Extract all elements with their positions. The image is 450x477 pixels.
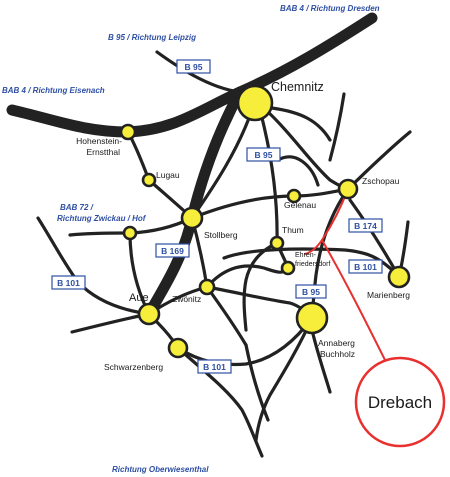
road-b95-north — [155, 50, 242, 94]
drebach-circle — [354, 356, 446, 448]
label-zwoenitz: Zwönitz — [172, 294, 201, 304]
town-marker-zschopau — [337, 178, 359, 200]
town-marker-ehrenfriedersdorf — [280, 260, 296, 276]
direction-dresden: BAB 4 / Richtung Dresden — [280, 4, 380, 13]
drebach-label: Drebach — [368, 393, 432, 412]
label-annaberg-line1: Annaberg — [318, 338, 355, 348]
label-thum: Thum — [282, 225, 304, 235]
town-marker-hohenstein — [119, 123, 137, 141]
direction-oberwiesenthal: Richtung Oberwiesenthal — [112, 465, 209, 474]
shield-b101-left: B 101 — [51, 275, 86, 290]
town-marker-gelenau — [286, 188, 302, 204]
drebach-pointer-line — [321, 239, 386, 361]
label-marienberg: Marienberg — [367, 290, 410, 300]
drebach-route — [304, 188, 386, 361]
shield-b101-right: B 101 — [348, 259, 383, 274]
road-annaberg-south — [254, 316, 314, 442]
direction-eisenach: BAB 4 / Richtung Eisenach — [2, 86, 105, 95]
direction-zwickau-line1: BAB 72 / — [60, 203, 94, 212]
road-annaberg-se — [310, 328, 332, 394]
label-hohenstein-line2: Ernstthal — [86, 147, 120, 157]
direction-zwickau-line2: Richtung Zwickau / Hof — [57, 214, 147, 223]
direction-leipzig: B 95 / Richtung Leipzig — [108, 33, 196, 42]
label-schwarzenberg: Schwarzenberg — [104, 362, 163, 372]
label-stollberg: Stollberg — [204, 230, 238, 240]
shield-b101-left-label: B 101 — [57, 278, 80, 288]
town-labels: Chemnitz Hohenstein- Ernstthal Lugau Gel… — [76, 80, 410, 372]
town-marker-schwarzenberg — [167, 337, 189, 359]
drebach-highlight: Drebach — [354, 356, 446, 448]
label-chemnitz: Chemnitz — [271, 80, 324, 94]
town-marker-stollberg — [180, 206, 204, 230]
shield-b95-top-label: B 95 — [185, 62, 203, 72]
town-marker-zwickau-junction — [122, 225, 138, 241]
shield-b101-right-label: B 101 — [354, 262, 377, 272]
shield-b174: B 174 — [348, 218, 383, 233]
shield-b95-low: B 95 — [295, 284, 327, 299]
road-mid-connector — [244, 343, 270, 422]
road-zwoenitz-south — [205, 285, 248, 347]
road-east-top — [328, 92, 346, 162]
town-marker-annaberg — [295, 301, 329, 335]
road-chemnitz-thum — [260, 116, 279, 245]
town-marker-aue — [137, 302, 161, 326]
road-stollberg-gelenau — [190, 194, 296, 220]
label-zschopau: Zschopau — [362, 176, 400, 186]
shield-b169-label: B 169 — [161, 246, 184, 256]
shield-b95-low-label: B 95 — [302, 287, 320, 297]
label-hohenstein-line1: Hohenstein- — [76, 136, 122, 146]
town-marker-marienberg — [387, 265, 411, 289]
town-markers — [119, 84, 411, 359]
label-gelenau: Gelenau — [284, 200, 316, 210]
label-annaberg-line2: Buchholz — [320, 349, 355, 359]
shield-b95-mid-label: B 95 — [255, 150, 273, 160]
motorway-bab4 — [6, 12, 378, 138]
label-ehren-line1: Ehren- — [295, 252, 317, 259]
road-gelenau-north — [276, 155, 320, 187]
road-thum-west — [242, 241, 279, 332]
shield-b95-mid: B 95 — [246, 147, 281, 162]
label-lugau: Lugau — [156, 170, 180, 180]
town-marker-thum — [269, 235, 285, 251]
town-marker-chemnitz — [236, 84, 274, 122]
road-b101-south — [176, 316, 314, 367]
direction-labels: BAB 4 / Richtung Dresden B 95 / Richtung… — [2, 4, 380, 474]
shield-b101-bottom: B 101 — [197, 359, 232, 374]
town-marker-zwoenitz — [198, 278, 216, 296]
shield-b174-label: B 174 — [354, 221, 377, 231]
shield-b95-top: B 95 — [176, 59, 211, 74]
shield-b101-bottom-label: B 101 — [203, 362, 226, 372]
road-chemnitz-east — [270, 106, 332, 142]
label-aue: Aue — [129, 292, 149, 304]
road-chemnitz-stollberg — [190, 108, 254, 220]
label-ehren-line2: friedersdorf — [295, 261, 330, 268]
road-aue-sw — [70, 312, 151, 334]
town-marker-lugau — [141, 172, 157, 188]
shield-b169: B 169 — [155, 243, 190, 258]
road-shields: B 95 B 95 B 174 B 169 B 101 B 95 B 101 — [51, 59, 383, 374]
